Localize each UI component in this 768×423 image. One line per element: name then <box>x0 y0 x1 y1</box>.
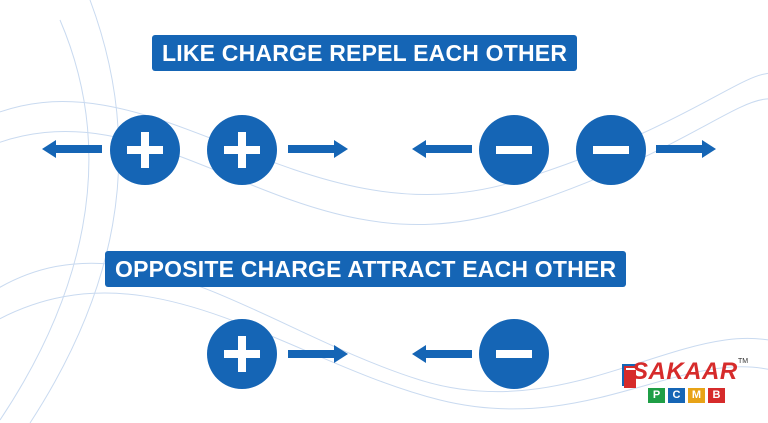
logo-letter: B <box>708 388 725 403</box>
negative-charge-icon <box>576 115 646 185</box>
sakaar-logo: SAKAAR TM P C M B <box>620 358 750 410</box>
book-icon <box>622 364 636 388</box>
heading-opposite-charges: OPPOSITE CHARGE ATTRACT EACH OTHER <box>105 251 627 287</box>
logo-trademark: TM <box>738 358 749 365</box>
logo-letter: M <box>688 388 705 403</box>
logo-letter: P <box>648 388 665 403</box>
arrow-left-icon <box>412 345 472 363</box>
arrow-right-icon <box>288 140 348 158</box>
arrow-right-icon <box>288 345 348 363</box>
positive-charge-icon <box>207 319 277 389</box>
arrow-left-icon <box>412 140 472 158</box>
logo-wordmark: SAKAAR <box>632 358 738 385</box>
negative-charge-icon <box>479 115 549 185</box>
logo-subject-letters: P C M B <box>648 388 725 403</box>
positive-charge-icon <box>110 115 180 185</box>
positive-charge-icon <box>207 115 277 185</box>
arrow-right-icon <box>656 140 716 158</box>
arrow-left-icon <box>42 140 102 158</box>
heading-like-charges: LIKE CHARGE REPEL EACH OTHER <box>152 35 578 71</box>
negative-charge-icon <box>479 319 549 389</box>
logo-letter: C <box>668 388 685 403</box>
